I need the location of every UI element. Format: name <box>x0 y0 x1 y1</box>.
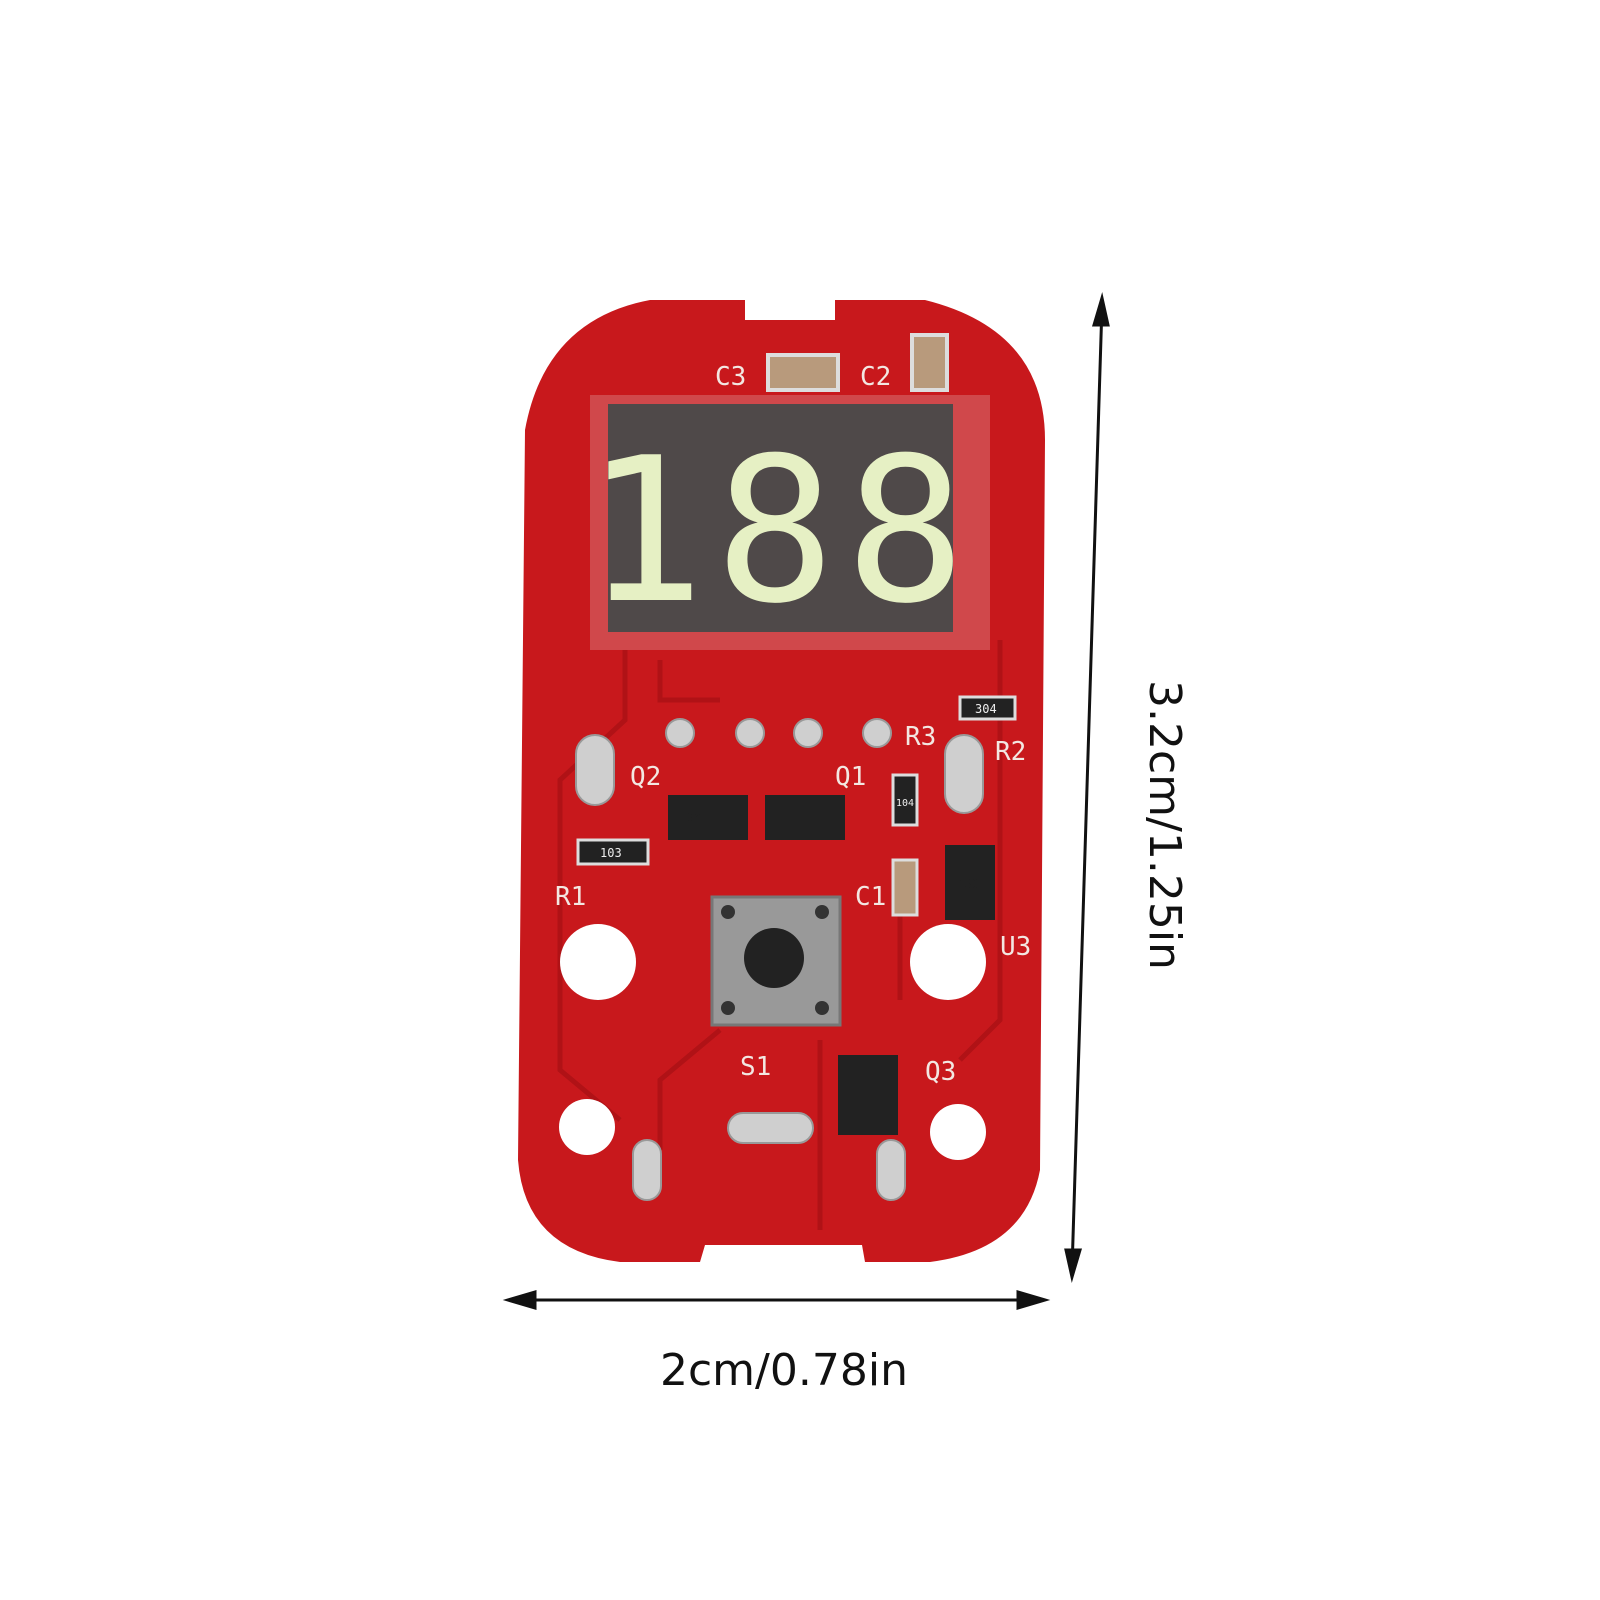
height-dimension-label: 3.2cm/1.25in <box>1139 680 1190 970</box>
capacitor-c2 <box>910 333 949 392</box>
dimension-arrows <box>502 292 1110 1311</box>
svg-text:104: 104 <box>896 798 914 809</box>
svg-text:304: 304 <box>975 702 997 716</box>
silk-r2: R2 <box>995 737 1026 767</box>
silk-c1: C1 <box>855 882 886 912</box>
silk-r1: R1 <box>555 882 586 912</box>
pcb-traces <box>557 640 1003 1230</box>
resistor-r3: 104 <box>891 773 919 827</box>
silk-q2: Q2 <box>630 762 661 792</box>
capacitor-c1 <box>891 858 919 917</box>
silk-s1: S1 <box>740 1052 771 1082</box>
capacitor-c3 <box>766 353 840 392</box>
silk-r3: R3 <box>905 722 936 752</box>
silk-c2: C2 <box>860 362 891 392</box>
silk-q1: Q1 <box>835 762 866 792</box>
solder-pads <box>575 718 984 1201</box>
seven-segment-display <box>590 395 990 650</box>
silk-q3: Q3 <box>925 1057 956 1087</box>
width-dimension-label: 2cm/0.78in <box>660 1345 908 1396</box>
q2-marking: J3Y <box>680 811 702 825</box>
transistor-q2: J3Y <box>668 795 748 840</box>
svg-text:H130: H130 <box>950 877 979 891</box>
resistor-r2: 304 <box>958 695 1017 721</box>
mounting-holes <box>559 924 986 1160</box>
transistor-q1 <box>765 795 845 840</box>
resistor-r1: 103 <box>576 838 650 866</box>
transistor-q3 <box>838 1055 898 1135</box>
display-digits: 188 <box>584 415 975 648</box>
svg-text:103: 103 <box>600 846 622 860</box>
silk-u3: U3 <box>1000 932 1031 962</box>
silk-c3: C3 <box>715 362 746 392</box>
ic-u3: H130 <box>945 845 995 920</box>
tactile-switch-s1[interactable] <box>710 895 842 1027</box>
